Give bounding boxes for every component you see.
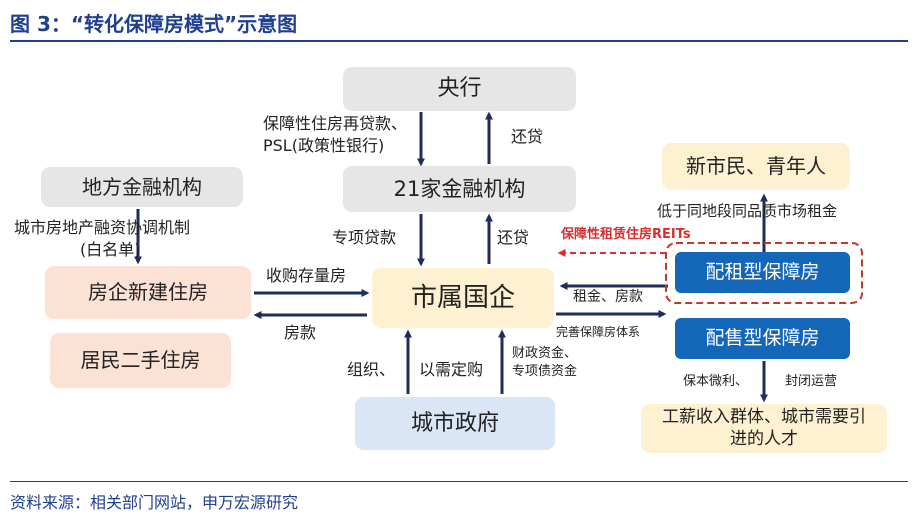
label-coord-line2: (白名单): [80, 240, 141, 259]
figure-title: 图 3：“转化保障房模式”示意图: [10, 12, 298, 36]
node-financial-21: 21家金融机构: [343, 166, 576, 212]
label-reits: 保障性租赁住房REITs: [561, 227, 691, 242]
label-payment: 房款: [284, 323, 317, 342]
source-divider: [10, 481, 908, 482]
source-note: 资料来源：相关部门网站，申万宏源研究: [10, 493, 299, 512]
node-talent: 工薪收入群体、城市需要引进的人才: [641, 404, 887, 453]
rental-highlight-frame: [665, 242, 863, 304]
label-rent-payment: 租金、房款: [573, 289, 643, 305]
label-psl-line1: 保障性住房再贷款、: [263, 114, 408, 133]
label-repay-mid: 还贷: [497, 228, 530, 247]
label-low-rent: 低于同地段同品质市场租金: [657, 202, 838, 220]
node-resident-second: 居民二手住房: [50, 333, 231, 388]
node-central-bank: 央行: [343, 67, 576, 111]
node-rental-housing: 配租型保障房: [675, 252, 850, 293]
node-developer-new: 房企新建住房: [45, 266, 251, 319]
node-local-finance: 地方金融机构: [41, 167, 243, 207]
title-divider: [10, 40, 908, 42]
node-city-gov: 城市政府: [355, 397, 555, 450]
label-profit: 保本微利、: [683, 374, 749, 389]
node-new-citizens: 新市民、青年人: [662, 143, 850, 190]
label-organize: 组织、: [347, 360, 396, 379]
label-fiscal-line2: 专项债资金: [512, 364, 578, 379]
label-coord-line1: 城市房地产融资协调机制: [14, 218, 191, 237]
label-improve-system: 完善保障房体系: [556, 325, 641, 339]
label-special-loan: 专项贷款: [332, 228, 397, 247]
label-buy-stock: 收购存量房: [266, 266, 347, 285]
label-purchase-need: 以需定购: [419, 360, 484, 379]
node-sale-housing: 配售型保障房: [675, 318, 850, 359]
label-psl-line2: PSL(政策性银行): [263, 136, 385, 155]
label-closed-op: 封闭运营: [785, 374, 838, 389]
label-repay-top: 还贷: [511, 127, 544, 146]
node-soe: 市属国企: [372, 268, 554, 328]
label-fiscal-line1: 财政资金、: [512, 346, 578, 361]
